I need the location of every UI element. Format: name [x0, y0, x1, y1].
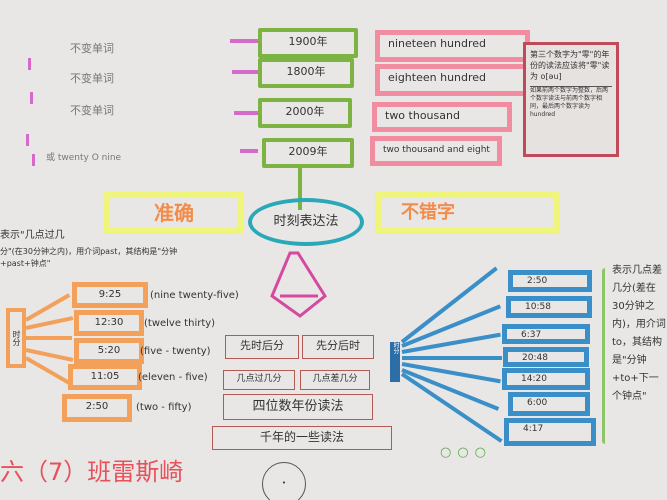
branch: [401, 362, 501, 384]
branch: [25, 356, 71, 385]
marker: [28, 58, 31, 70]
middle-box: 几点过几分: [223, 370, 295, 390]
left-note: 不变单词: [70, 42, 114, 55]
branch: [400, 266, 498, 344]
right-note: 表示几点差几分(差在30分钟之内)，用介词to，其结构是"分钟+to+下一个钟点…: [612, 265, 666, 402]
time-box: 4:17: [504, 418, 596, 446]
marker: [30, 92, 33, 104]
left-note-text: 分"(在30分钟之内)，用介词past，其结构是"分钟+past+钟点": [0, 247, 178, 268]
branch: [402, 356, 502, 360]
left-banner: 准确: [104, 192, 244, 234]
connector: [240, 149, 258, 153]
time-box: 12:30: [74, 310, 144, 336]
time-box: 6:00: [508, 392, 590, 416]
middle-box: 几点差几分: [300, 370, 370, 390]
marker: [32, 154, 35, 166]
time-box: 14:20: [502, 368, 590, 390]
time-box: 2:50: [508, 270, 592, 292]
time-box: 2:50: [62, 394, 132, 422]
time-reading: (five - twenty): [140, 346, 211, 357]
left-hub: 时分: [6, 308, 26, 368]
left-note: 不变单词: [70, 104, 114, 117]
middle-box: 先时后分: [225, 335, 299, 359]
time-reading: (eleven - five): [138, 372, 208, 383]
clock-icon: •: [262, 462, 306, 500]
side-note-top: 第三个数字为"零"的年份的读法应该将"零"读为 o[əu]: [530, 50, 610, 81]
time-reading: (twelve thirty): [144, 318, 216, 329]
middle-box: 四位数年份读法: [223, 394, 373, 420]
branch: [400, 372, 503, 443]
time-box: 9:25: [72, 282, 148, 308]
central-topic: 时刻表达法: [248, 198, 364, 246]
left-note: 或 twenty O nine: [46, 153, 122, 163]
right-banner: 不错字: [375, 192, 560, 234]
time-box: 11:05: [68, 364, 142, 390]
reading-box: two thousand and eight: [370, 136, 502, 166]
middle-box: 先分后时: [302, 335, 374, 359]
side-note: 第三个数字为"零"的年份的读法应该将"零"读为 o[əu] 如果前两个数字为整数…: [523, 42, 619, 157]
connector: [230, 39, 258, 43]
brace: [602, 268, 608, 444]
signature: 六（7）班雷斯崎: [0, 458, 184, 486]
connector: [234, 111, 258, 115]
reading-box: two thousand: [372, 102, 512, 132]
time-box: 20:48: [503, 347, 589, 367]
marker: [26, 134, 29, 146]
time-reading: (nine twenty-five): [150, 290, 239, 301]
branch: [26, 336, 72, 340]
left-note-title: 表示"几点过几: [0, 230, 65, 241]
middle-box: 千年的一些读法: [212, 426, 392, 450]
connector: [232, 70, 258, 74]
right-hub: 时分: [390, 342, 400, 382]
time-box: 6:37: [502, 324, 590, 344]
year-box: 1900年: [258, 28, 358, 58]
side-note-bottom: 如果前两个数字为整数，后两个数字读法与前两个数字相同，最后两个数字读为hundr…: [530, 86, 612, 119]
time-reading: (two - fifty): [136, 402, 192, 413]
left-note: 不变单词: [70, 72, 114, 85]
connector: [298, 168, 302, 210]
time-box: 5:20: [74, 338, 144, 364]
reading-box: eighteen hundred: [375, 64, 530, 96]
year-box: 2009年: [262, 138, 354, 168]
time-box: 10:58: [506, 296, 592, 318]
reading-box: nineteen hundred: [375, 30, 530, 62]
apple-icons: ○○○: [440, 445, 493, 460]
arrow-down-icon: [270, 251, 327, 318]
year-box: 2000年: [258, 98, 352, 128]
branch: [401, 332, 501, 354]
year-box: 1800年: [258, 58, 354, 88]
